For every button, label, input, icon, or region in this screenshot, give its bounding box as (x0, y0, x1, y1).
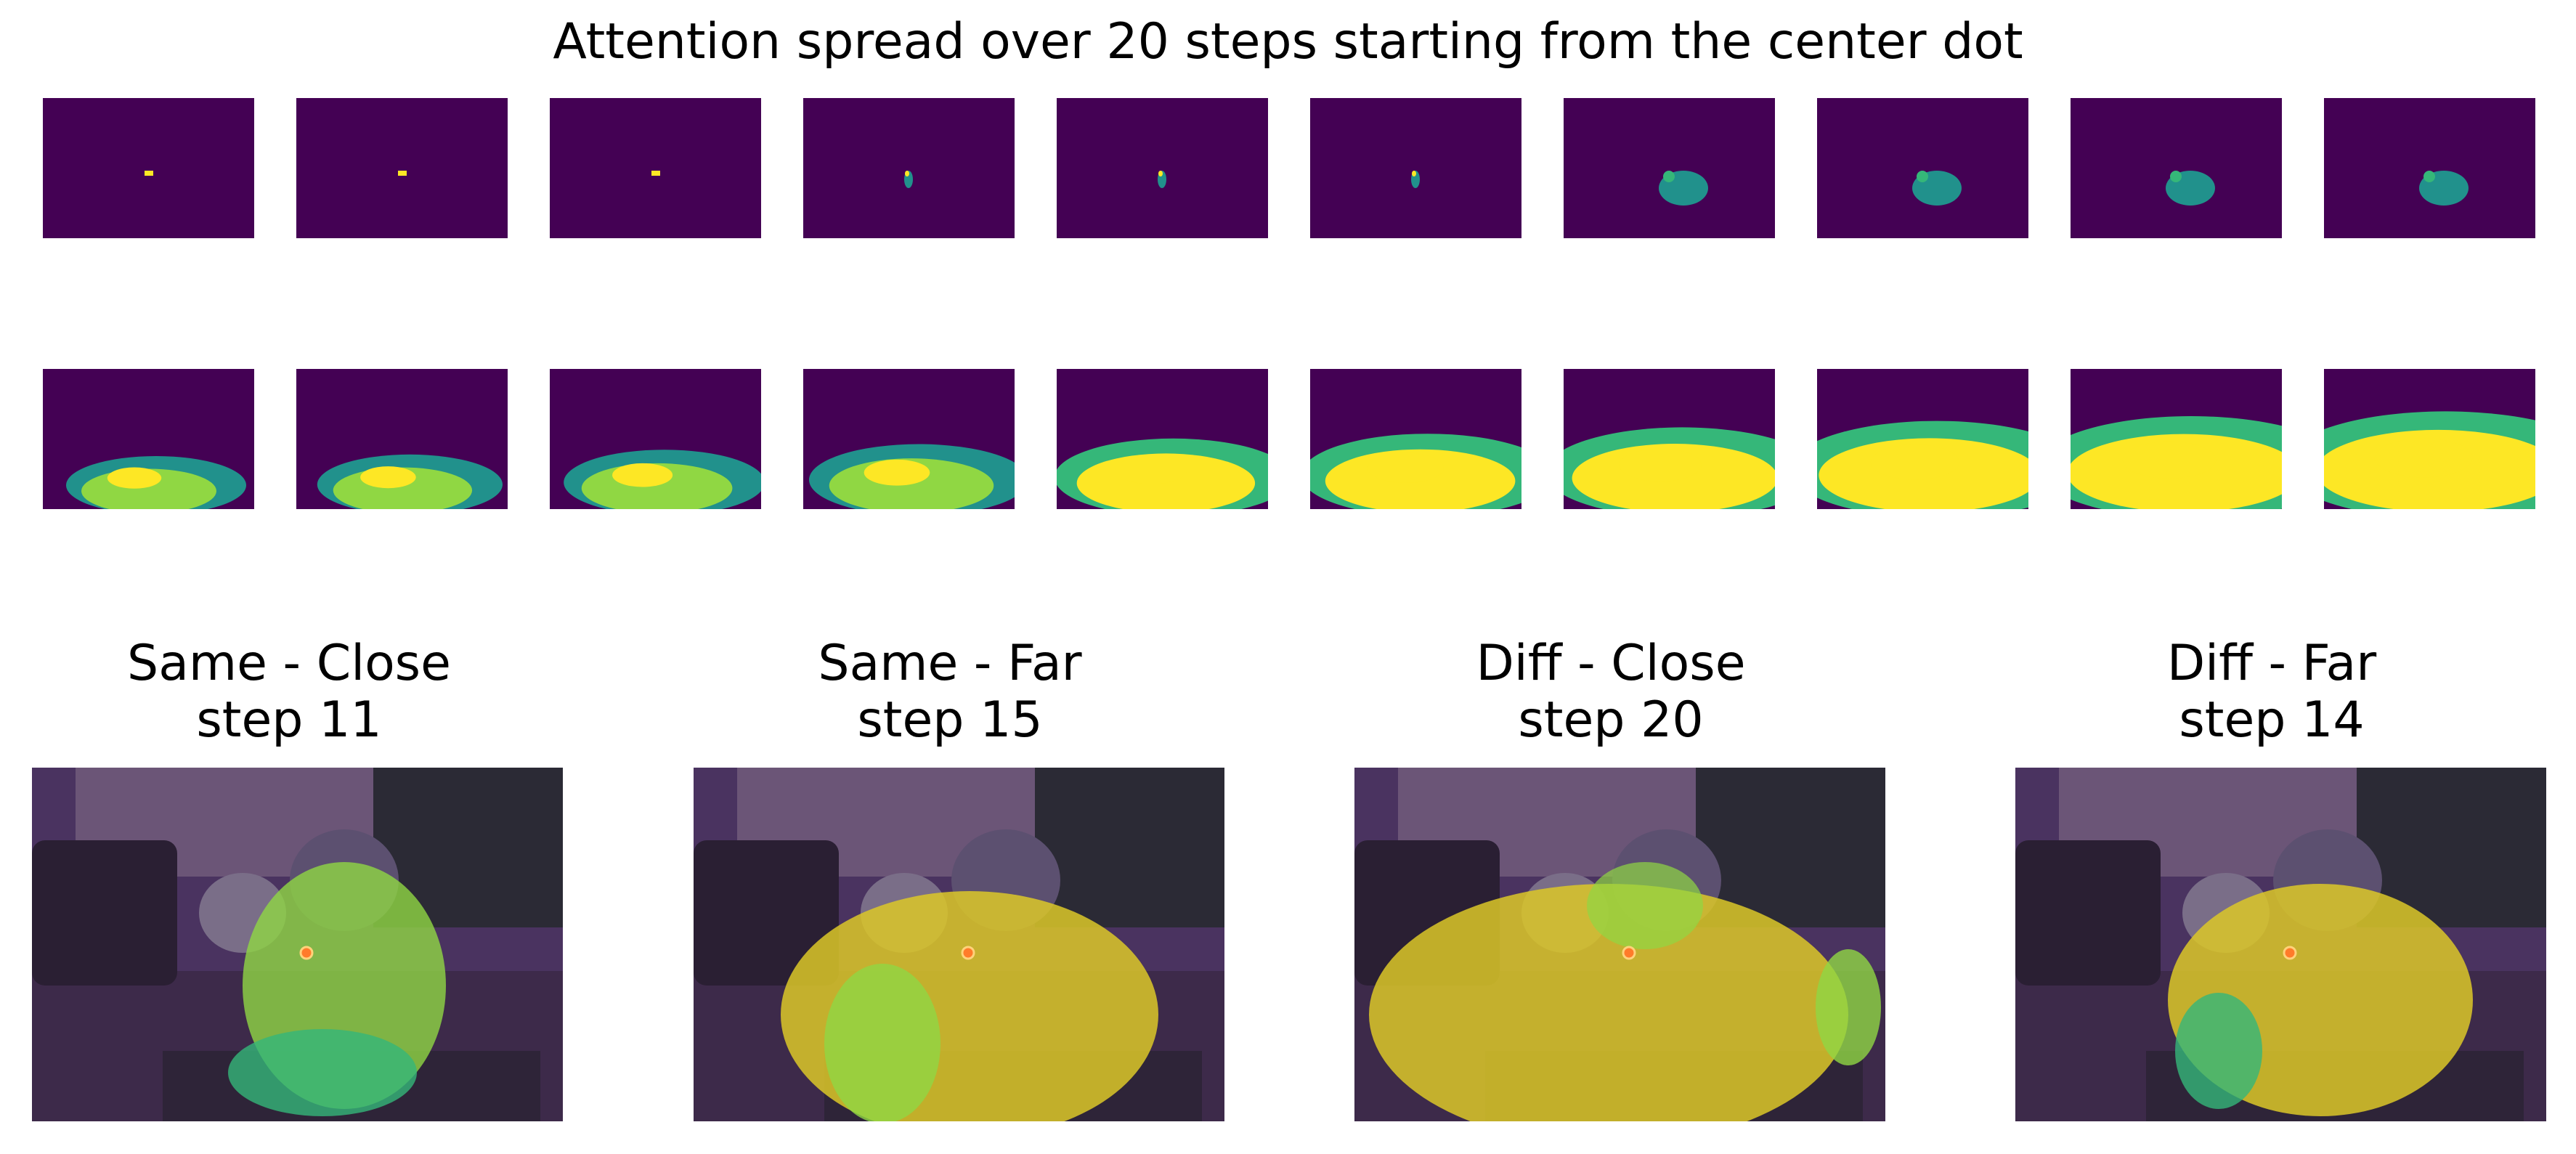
spread-core (1412, 171, 1416, 176)
overlay-title-same-far: Same - Far step 15 (818, 635, 1082, 749)
step-map-17 (1564, 369, 1775, 509)
attention-spread (1816, 949, 1881, 1065)
step-map-9 (2071, 98, 2282, 238)
center-dot-marker (299, 946, 314, 960)
figure-title: Attention spread over 20 steps starting … (553, 13, 2023, 70)
step-map-12 (296, 369, 508, 509)
background-trees (1035, 768, 1224, 927)
step-map-2 (296, 98, 508, 238)
overlay-image-diff-close (1354, 768, 1885, 1121)
spread-core (2374, 438, 2473, 478)
center-dot (651, 171, 660, 176)
spread-core (905, 171, 909, 176)
step-map-16 (1310, 369, 1521, 509)
center-dot-marker (2283, 946, 2297, 960)
step-map-13 (550, 369, 761, 509)
attention-spread (1369, 884, 1848, 1121)
spread-core (2122, 441, 2217, 479)
center-dot-marker (1622, 946, 1636, 960)
step-map-14 (803, 369, 1015, 509)
overlay-title-diff-far: Diff - Far step 14 (2166, 635, 2377, 749)
spread-core (2170, 171, 2182, 182)
attention-spread (1587, 862, 1703, 949)
attention-spread (228, 1029, 417, 1116)
overlay-title-diff-close: Diff - Close step 20 (1476, 635, 1746, 749)
step-map-10 (2324, 98, 2535, 238)
step-map-5 (1057, 98, 1268, 238)
center-dot-marker (961, 946, 975, 960)
overlay-title-same-close: Same - Close step 11 (127, 635, 451, 749)
spread-core (1158, 171, 1163, 176)
spread-core (107, 467, 162, 489)
attention-spread (824, 964, 940, 1121)
spread-core (864, 459, 930, 486)
car (694, 840, 839, 986)
background-trees (1696, 768, 1885, 927)
overlay-image-same-far (694, 768, 1224, 1121)
step-map-20 (2324, 369, 2535, 509)
step-map-11 (43, 369, 254, 509)
spread-core (1870, 444, 1959, 480)
car (2015, 840, 2161, 986)
step-map-3 (550, 98, 761, 238)
spread-core (1116, 455, 1187, 484)
overlay-image-same-close (32, 768, 563, 1121)
spread-core (1619, 448, 1702, 481)
spread-core (360, 466, 416, 489)
step-map-15 (1057, 369, 1268, 509)
step-map-1 (43, 98, 254, 238)
car (32, 840, 177, 986)
spread-core (1663, 171, 1675, 182)
attention-spread (2175, 993, 2262, 1109)
center-dot (145, 171, 153, 176)
center-dot (398, 171, 407, 176)
step-map-7 (1564, 98, 1775, 238)
step-map-8 (1817, 98, 2028, 238)
spread-core (612, 463, 673, 487)
step-map-4 (803, 98, 1015, 238)
overlay-image-diff-far (2015, 768, 2546, 1121)
step-map-6 (1310, 98, 1521, 238)
spread-core (2423, 171, 2435, 182)
spread-core (1368, 452, 1444, 484)
step-map-18 (1817, 369, 2028, 509)
step-map-19 (2071, 369, 2282, 509)
spread-core (1917, 171, 1928, 182)
